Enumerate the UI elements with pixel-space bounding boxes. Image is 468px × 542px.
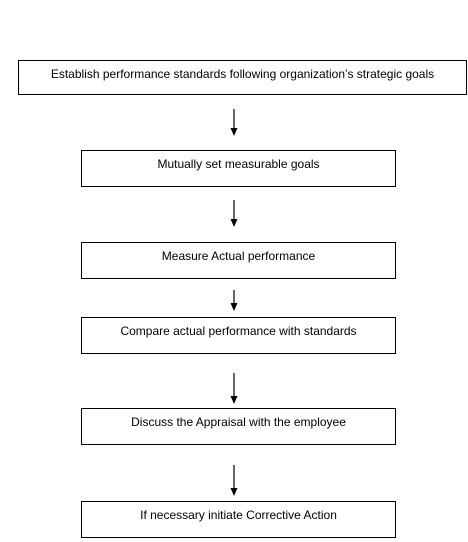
step-label: Measure Actual performance (161, 249, 316, 263)
step-label: Establish performance standards followin… (50, 67, 435, 81)
step-box-establish-standards: Establish performance standards followin… (18, 60, 467, 95)
flow-arrow-1 (229, 109, 239, 136)
step-label: Discuss the Appraisal with the employee (131, 415, 346, 429)
step-box-compare-performance: Compare actual performance with standard… (81, 317, 396, 354)
step-label: Mutually set measurable goals (157, 157, 320, 171)
step-box-discuss-appraisal: Discuss the Appraisal with the employee (81, 408, 396, 445)
flow-arrow-5 (229, 465, 239, 496)
step-box-measure-performance: Measure Actual performance (81, 242, 396, 279)
arrow-down-icon (230, 373, 238, 404)
flow-arrow-4 (229, 373, 239, 404)
step-label: Compare actual performance with standard… (120, 324, 357, 338)
arrow-down-icon (230, 109, 238, 136)
step-box-set-goals: Mutually set measurable goals (81, 150, 396, 187)
flow-arrow-3 (229, 290, 239, 311)
arrow-down-icon (230, 465, 238, 496)
arrow-down-icon (230, 290, 238, 311)
arrow-down-icon (230, 200, 238, 227)
step-label: If necessary initiate Corrective Action (140, 508, 337, 522)
flow-arrow-2 (229, 200, 239, 227)
step-box-corrective-action: If necessary initiate Corrective Action (81, 501, 396, 538)
